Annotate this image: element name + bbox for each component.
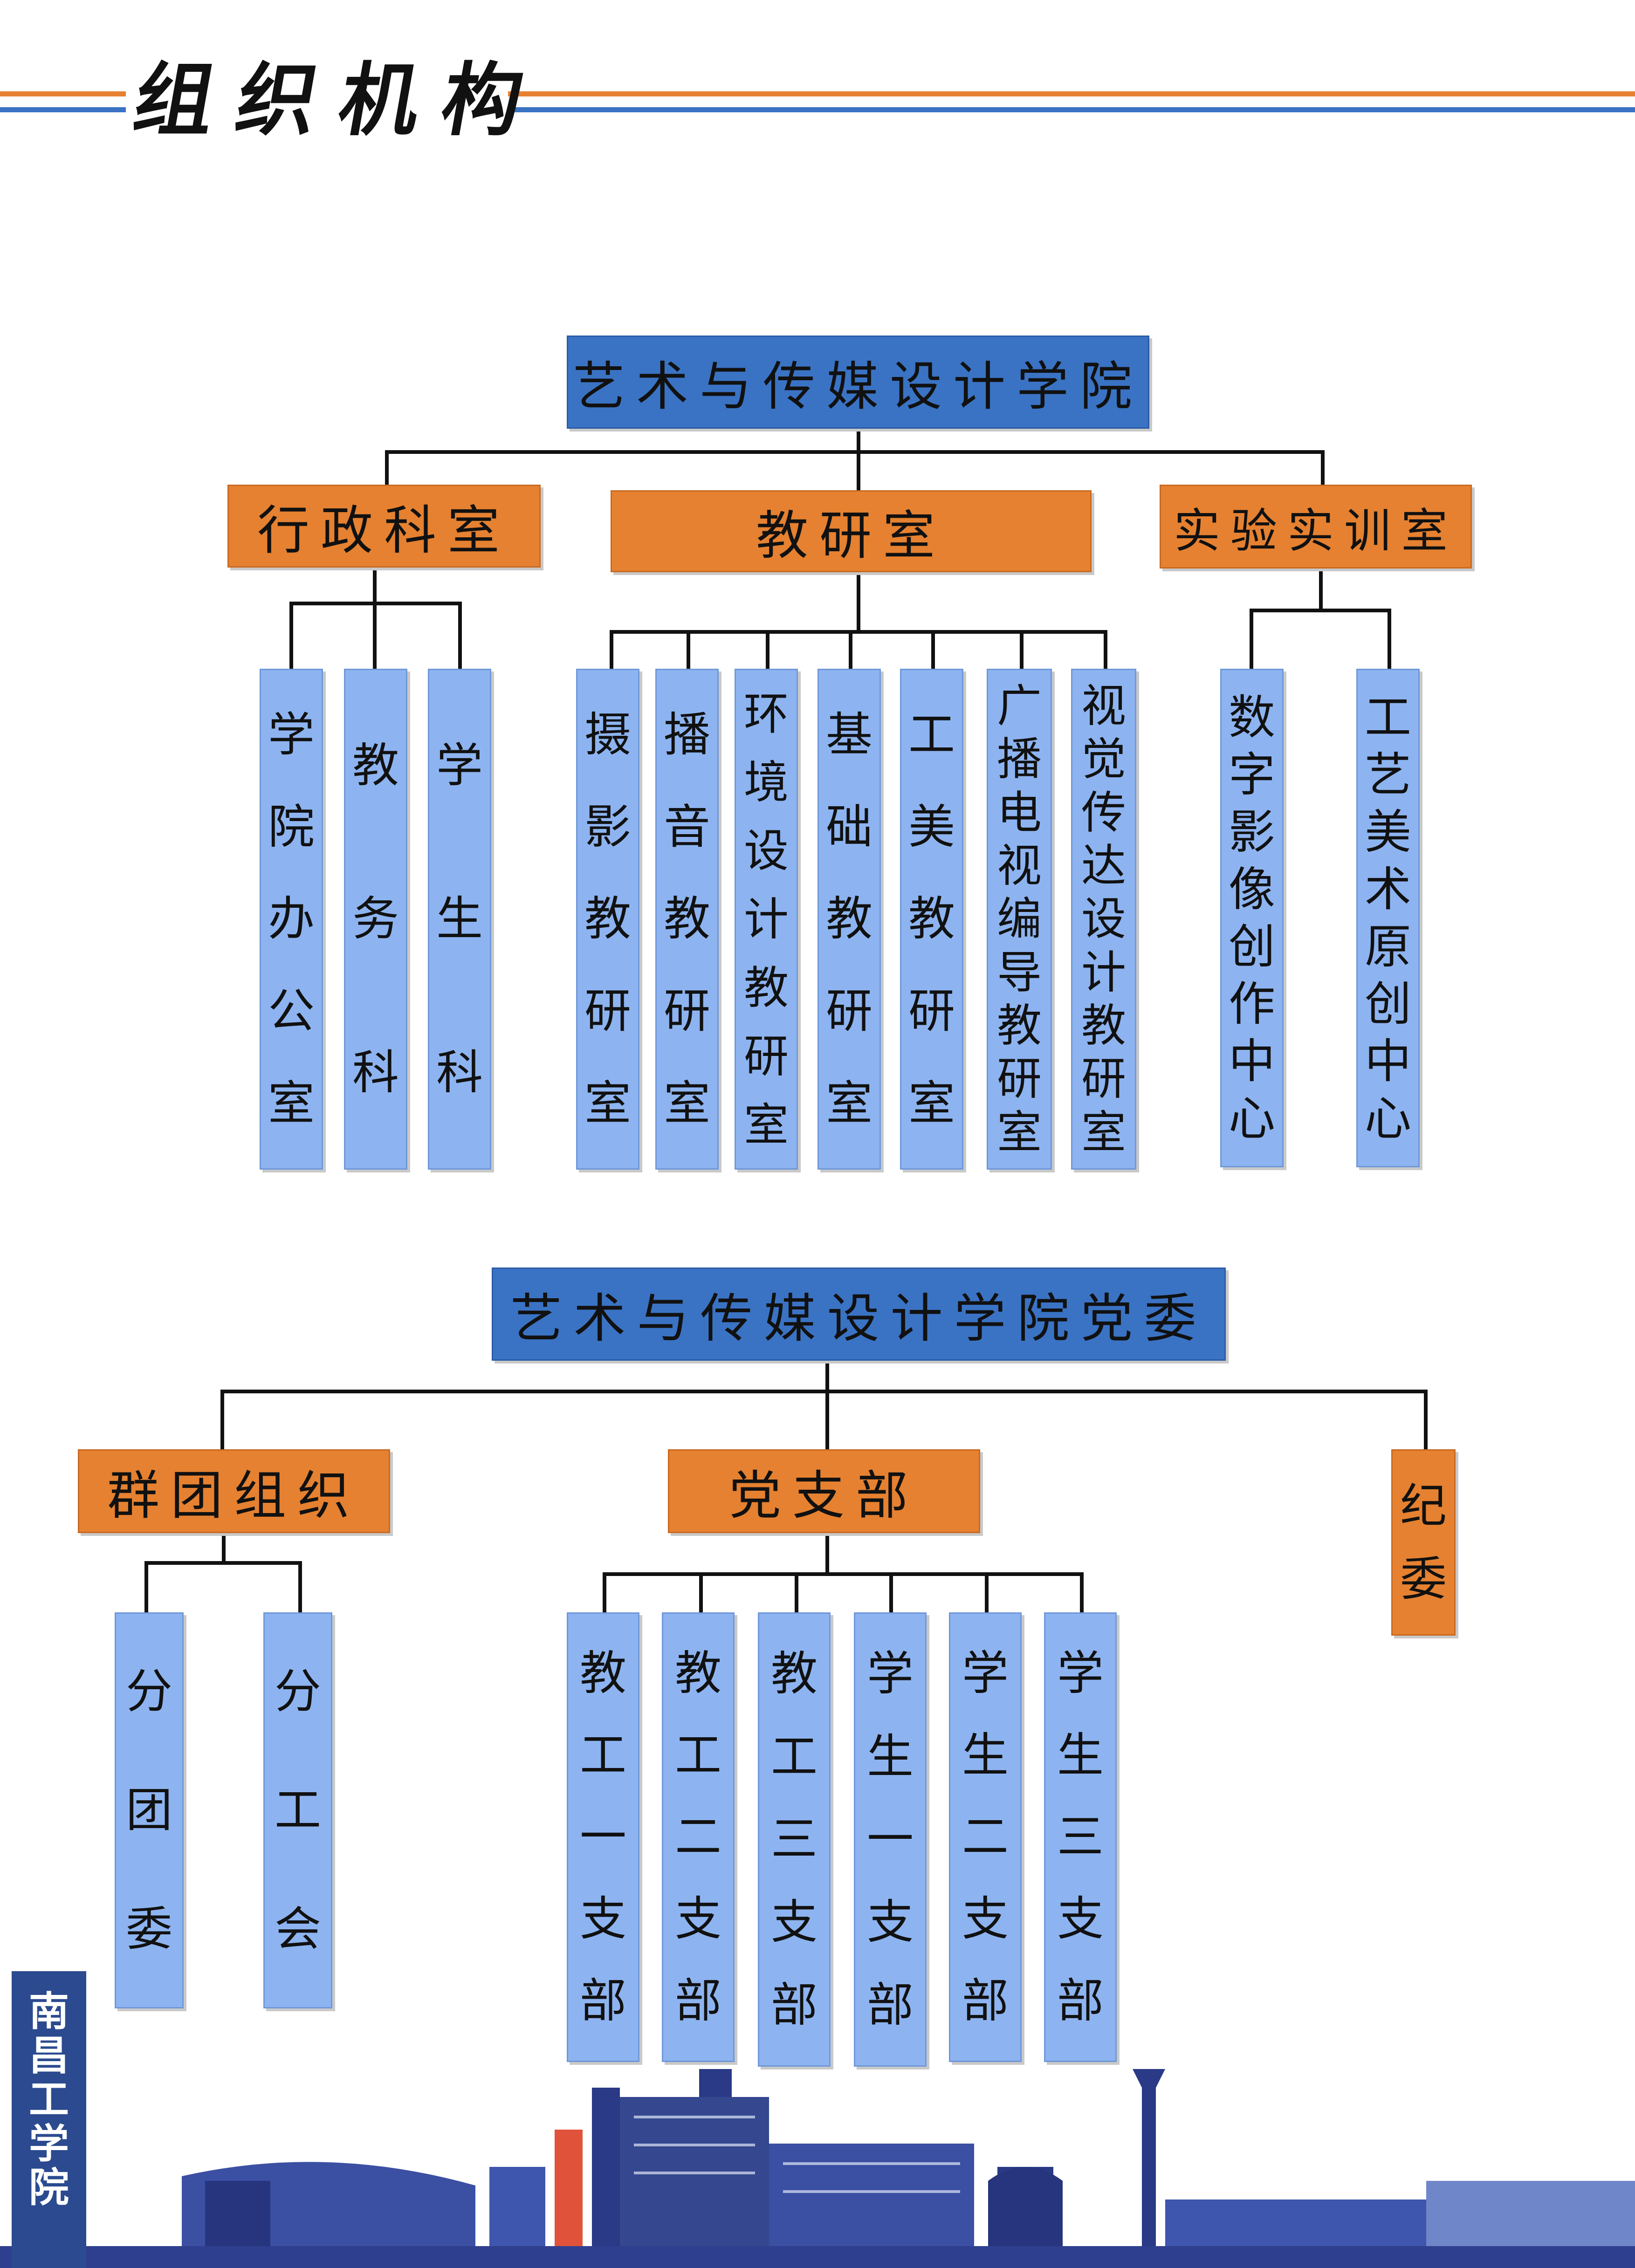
leaf-crafts-arts: 工美教研室 <box>900 669 963 1170</box>
connector <box>1321 450 1325 485</box>
connector <box>1424 1390 1428 1449</box>
connector <box>603 1572 1084 1576</box>
connector <box>857 429 860 452</box>
connector <box>385 450 389 485</box>
connector <box>825 1361 829 1393</box>
connector <box>220 1390 224 1449</box>
connector <box>825 1390 829 1449</box>
leaf-photography: 摄影教研室 <box>576 669 639 1170</box>
connector <box>289 602 293 669</box>
connector <box>603 1572 606 1612</box>
connector <box>1080 1572 1084 1612</box>
leaf-visual-communication: 视觉传达设计教研室 <box>1071 669 1136 1170</box>
page-title: 组织机构 <box>127 54 554 147</box>
campus-skyline-illustration <box>0 2069 1635 2268</box>
connector <box>687 630 690 669</box>
header-stripe-blue-right <box>508 107 1635 112</box>
lab-training-box: 实验实训室 <box>1160 485 1472 569</box>
mass-organizations-box: 群团组织 <box>78 1449 390 1533</box>
header-stripe-orange-left <box>0 91 126 96</box>
teaching-research-box: 教研室 <box>611 490 1092 572</box>
party-branch-box: 党支部 <box>668 1449 980 1533</box>
connector <box>458 602 462 669</box>
connector <box>610 630 1107 634</box>
leaf-broadcasting: 播音教研室 <box>655 669 719 1170</box>
connector <box>766 630 769 669</box>
connector <box>1020 630 1024 669</box>
leaf-youth-league: 分团委 <box>115 1612 184 2008</box>
connector <box>1250 609 1391 612</box>
leaf-student-affairs: 学生科 <box>428 669 491 1170</box>
admin-office-box: 行政科室 <box>227 485 541 568</box>
leaf-crafts-original-center: 工艺美术原创中心 <box>1356 669 1420 1167</box>
connector <box>857 450 860 490</box>
connector <box>220 1390 1428 1393</box>
party-committee-root-box: 艺术与传媒设计学院党委 <box>492 1268 1226 1361</box>
leaf-student-branch-2: 学生二支部 <box>949 1612 1022 2062</box>
connector <box>825 1533 829 1574</box>
leaf-staff-branch-1: 教工一支部 <box>567 1612 639 2062</box>
connector <box>144 1561 148 1612</box>
connector <box>385 450 1325 454</box>
leaf-academic-affairs: 教务科 <box>344 669 407 1170</box>
leaf-student-branch-3: 学生三支部 <box>1044 1612 1117 2062</box>
connector <box>985 1572 989 1612</box>
college-root-box: 艺术与传媒设计学院 <box>567 336 1149 429</box>
connector <box>849 630 852 669</box>
connector <box>144 1561 302 1565</box>
header-stripe-orange-right <box>508 91 1635 96</box>
campus-label: 南昌工学院 <box>12 1971 86 2268</box>
connector <box>889 1572 893 1612</box>
leaf-broadcast-tv-directing: 广播电视编导教研室 <box>987 669 1052 1170</box>
leaf-digital-imaging-center: 数字影像创作中心 <box>1220 669 1284 1167</box>
connector <box>1388 609 1391 669</box>
connector <box>857 572 860 633</box>
connector <box>610 630 613 669</box>
leaf-college-office: 学院办公室 <box>260 669 323 1170</box>
connector <box>795 1572 798 1612</box>
connector <box>298 1561 302 1612</box>
leaf-staff-branch-3: 教工三支部 <box>758 1612 831 2067</box>
leaf-foundation: 基础教研室 <box>818 669 881 1170</box>
connector <box>931 630 935 669</box>
connector <box>1250 609 1253 669</box>
connector <box>289 602 462 605</box>
leaf-student-branch-1: 学生一支部 <box>854 1612 927 2067</box>
leaf-environmental-design: 环境设计教研室 <box>735 669 798 1170</box>
leaf-trade-union: 分工会 <box>263 1612 332 2008</box>
leaf-staff-branch-2: 教工二支部 <box>662 1612 735 2062</box>
header-stripe-blue-left <box>0 107 126 112</box>
connector <box>222 1533 226 1563</box>
connector <box>1104 630 1107 669</box>
discipline-committee-box: 纪委 <box>1391 1449 1456 1636</box>
connector <box>373 568 377 669</box>
connector <box>699 1572 703 1612</box>
connector <box>1319 569 1323 610</box>
